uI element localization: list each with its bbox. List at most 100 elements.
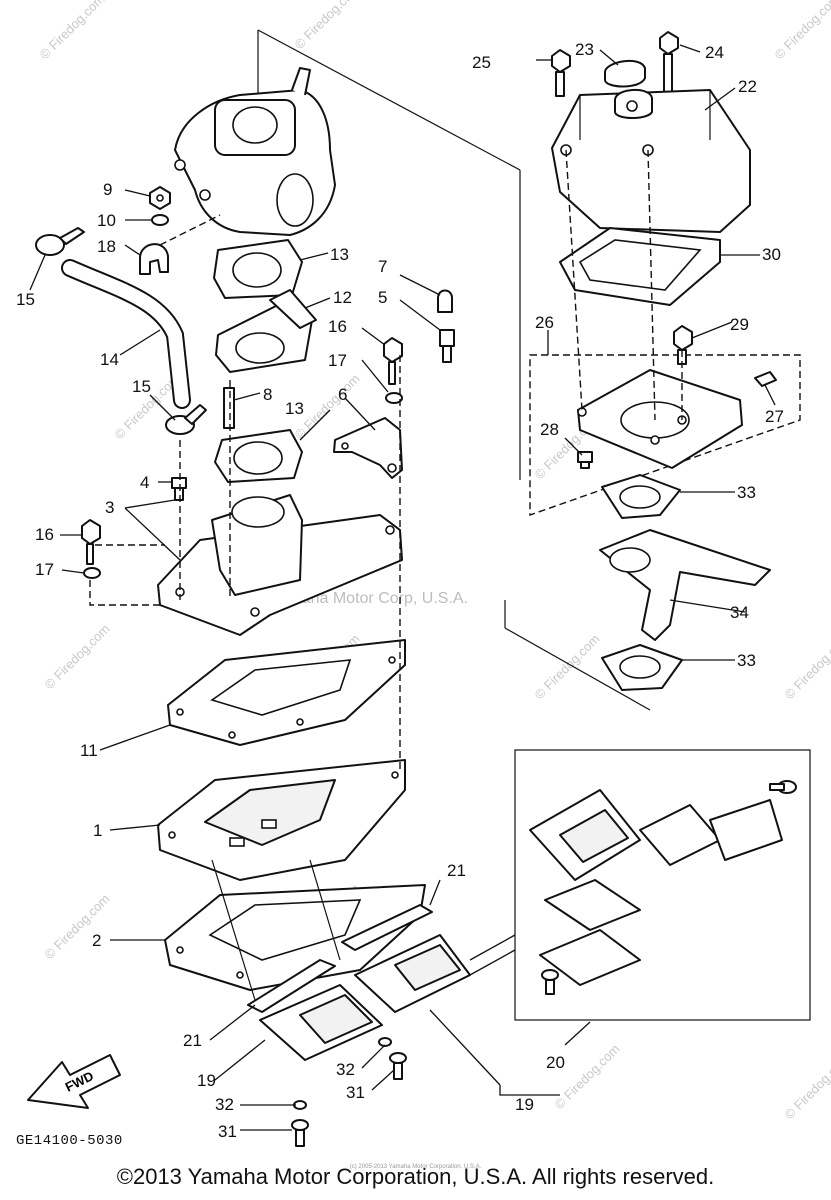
callout-20: 20: [546, 1053, 565, 1072]
reed-petal: [709, 799, 783, 861]
screw: [291, 1119, 309, 1147]
callout-7: 7: [378, 257, 387, 276]
bolt: [551, 49, 571, 97]
check-valve: [439, 329, 455, 363]
callout-1: 1: [93, 821, 102, 840]
reed-stopper: [247, 959, 336, 1013]
washer: [83, 567, 101, 579]
hose-holder: [139, 243, 169, 275]
bolt: [659, 31, 679, 105]
watermark: © Firedog.com: [772, 0, 831, 62]
reed-valve-block: [259, 984, 383, 1061]
callout-16: 16: [328, 317, 347, 336]
callout-5: 5: [378, 288, 387, 307]
callout-labels: 25 23 24 22 30 29 26 27 28 33 34 33 9 10…: [16, 40, 784, 1141]
callout-16: 16: [35, 525, 54, 544]
callout-15: 15: [132, 377, 151, 396]
reed-petal: [639, 804, 721, 866]
callout-27: 27: [765, 407, 784, 426]
cylinder-head: [174, 67, 336, 236]
callout-3: 3: [105, 498, 114, 517]
callout-6: 6: [338, 385, 347, 404]
callout-22: 22: [738, 77, 757, 96]
bracket: [333, 417, 403, 479]
bolt: [673, 325, 693, 365]
gasket: [213, 239, 303, 299]
gasket: [167, 639, 406, 746]
callout-15: 15: [16, 290, 35, 309]
callout-19: 19: [197, 1071, 216, 1090]
bolt: [577, 451, 593, 469]
carburetor-flange: [215, 289, 317, 373]
bracket: [599, 529, 771, 641]
washer: [151, 214, 169, 226]
kit-leader: [469, 934, 516, 976]
callout-10: 10: [97, 211, 116, 230]
callout-29: 29: [730, 315, 749, 334]
callout-25: 25: [472, 53, 491, 72]
callout-24: 24: [705, 43, 724, 62]
callout-9: 9: [103, 180, 112, 199]
reed-valve-assembly: [529, 789, 641, 881]
callout-17: 17: [328, 351, 347, 370]
alignment-line: [89, 544, 165, 606]
cap-plate: [604, 59, 646, 88]
callout-4: 4: [140, 473, 149, 492]
assembly-frame-lines: [504, 170, 521, 628]
watermark: © Firedog.com: [292, 0, 363, 52]
callout-19: 19: [515, 1095, 534, 1114]
callout-11: 11: [80, 741, 98, 760]
fwd-arrow: FWD: [27, 1054, 121, 1109]
reed-stopper: [544, 879, 641, 931]
watermark: © Firedog.com: [782, 631, 831, 702]
watermark: © Firedog.com: [782, 1051, 831, 1122]
callout-2: 2: [92, 931, 101, 950]
callout-13: 13: [285, 399, 304, 418]
washer: [378, 1037, 392, 1047]
callout-13: 13: [330, 245, 349, 264]
watermark: © Firedog.com: [552, 1041, 623, 1112]
callout-14: 14: [100, 350, 119, 369]
callout-33: 33: [737, 651, 756, 670]
callout-8: 8: [263, 385, 272, 404]
hose-clamp: [35, 227, 85, 256]
gasket: [601, 474, 681, 519]
clip: [754, 371, 777, 387]
callout-26: 26: [535, 313, 554, 332]
diagram-code: GE14100-5030: [16, 1133, 123, 1149]
air-box-cover: [551, 89, 751, 233]
reed-kit-box: [514, 749, 811, 1021]
reed-petal: [539, 929, 641, 986]
stud: [223, 387, 235, 429]
hose: [63, 261, 189, 407]
watermark: © Firedog.com: [42, 621, 113, 692]
alignment-line: [211, 859, 341, 1001]
leader-lines: [29, 44, 776, 1131]
nut: [149, 186, 171, 210]
copyright-notice: ©2013 Yamaha Motor Corporation, U.S.A. A…: [116, 1164, 715, 1189]
washer: [385, 392, 403, 404]
reed-valve-block: [354, 934, 471, 1013]
callout-34: 34: [730, 603, 749, 622]
air-box-base: [577, 369, 743, 469]
subassembly-frame: [529, 354, 801, 516]
callout-31: 31: [218, 1122, 237, 1141]
reed-valve-housing: [157, 759, 406, 881]
reed-stopper: [341, 904, 433, 951]
gasket: [214, 429, 303, 483]
screw: [541, 969, 559, 995]
callout-21: 21: [447, 861, 466, 880]
cap: [437, 289, 453, 313]
watermark: © Firedog.com: [37, 0, 108, 62]
gasket: [601, 644, 683, 691]
callout-30: 30: [762, 245, 781, 264]
callout-32: 32: [336, 1060, 355, 1079]
alignment-line: [179, 380, 231, 600]
hose-clamp: [165, 404, 207, 435]
bolt: [81, 519, 101, 565]
callout-12: 12: [333, 288, 352, 307]
callout-18: 18: [97, 237, 116, 256]
screw: [769, 780, 797, 794]
alignment-line: [565, 149, 683, 421]
